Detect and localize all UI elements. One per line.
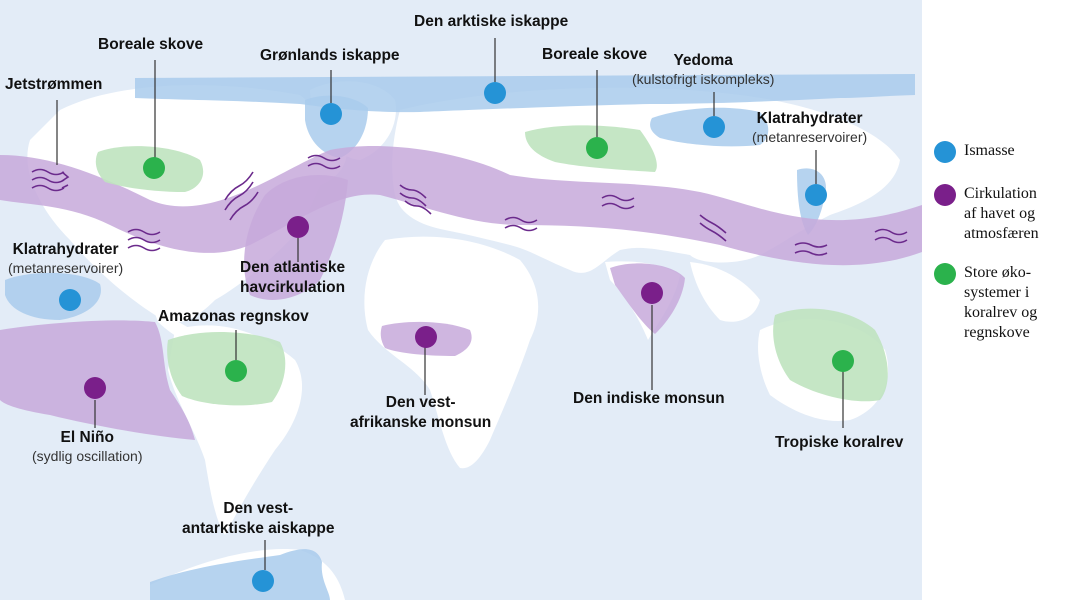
label-title: Boreale skove <box>542 46 648 63</box>
label-boreal-west: Boreale skove <box>98 35 203 55</box>
label-greenland: Grønlands iskappe <box>260 46 400 66</box>
label-arctic: Den arktiske iskappe <box>414 12 568 32</box>
label-title: Den atlantiske <box>240 259 346 276</box>
marker-amazon <box>225 360 247 382</box>
label-title: Boreale skove <box>98 36 204 53</box>
arrow-6 <box>504 216 538 232</box>
marker-klatra-e <box>805 184 827 206</box>
label-title: El Niño <box>60 429 114 446</box>
label-title: Tropiske koralrev <box>775 434 904 451</box>
legend-label: Store øko- systemer i koralrev og regnsk… <box>964 264 1038 341</box>
label-title-line2: havcirkulation <box>240 279 346 296</box>
label-title: Den vest- <box>385 394 456 411</box>
label-title-line2: antarktiske aiskappe <box>182 520 335 537</box>
marker-greenland <box>320 103 342 125</box>
label-title: Grønlands iskappe <box>260 47 400 64</box>
world-map: Jetstrømmen Boreale skove Grønlands iska… <box>0 0 922 600</box>
marker-arctic <box>484 82 506 104</box>
label-klatra-west: Klatrahydrater (metanreservoirer) <box>8 240 123 277</box>
label-yedoma: Yedoma (kulstofrigt iskompleks) <box>632 51 774 88</box>
marker-india <box>641 282 663 304</box>
label-coral: Tropiske koralrev <box>775 433 903 453</box>
arrow-7 <box>601 194 635 210</box>
arrow-1 <box>31 168 70 192</box>
label-klatra-east: Klatrahydrater (metanreservoirer) <box>752 109 867 146</box>
label-subtitle: (sydlig oscillation) <box>32 448 143 464</box>
arrow-2 <box>127 228 161 252</box>
label-antarctic: Den vest- antarktiske aiskappe <box>182 499 335 539</box>
legend-item-ecosystem: Store øko- systemer i koralrev og regnsk… <box>934 263 1037 343</box>
label-title: Den vest- <box>223 500 294 517</box>
coral-region <box>773 308 888 402</box>
marker-boreal-w <box>143 157 165 179</box>
marker-boreal-e <box>586 137 608 159</box>
label-jetstream: Jetstrømmen <box>5 75 102 95</box>
legend-item-ice: Ismasse <box>934 141 1015 163</box>
circulation-dot-icon <box>934 184 956 206</box>
leader-lines <box>56 38 844 570</box>
label-elnino: El Niño (sydlig oscillation) <box>32 428 142 465</box>
label-title: Klatrahydrater <box>12 241 119 258</box>
ecosystem-dot-icon <box>934 263 956 285</box>
map-graphic <box>0 38 922 600</box>
legend-item-circulation: Cirkulation af havet og atmosfæren <box>934 184 1039 244</box>
marker-wafrica <box>415 326 437 348</box>
label-india: Den indiske monsun <box>573 389 725 409</box>
label-title-line2: afrikanske monsun <box>350 414 492 431</box>
arrow-3 <box>224 171 259 221</box>
arrow-8 <box>699 214 727 242</box>
arrow-4 <box>307 154 341 170</box>
ice-dot-icon <box>934 141 956 163</box>
marker-coral <box>832 350 854 372</box>
arrow-10 <box>874 228 908 244</box>
legend: Ismasse Cirkulation af havet og atmosfær… <box>922 0 1070 600</box>
klatra-west-region <box>5 272 101 320</box>
jetstream-arrows <box>31 154 908 256</box>
label-title: Amazonas regnskov <box>158 308 309 325</box>
label-title: Den indiske monsun <box>573 390 725 407</box>
legend-label: Cirkulation af havet og atmosfæren <box>964 185 1039 242</box>
land-se-asia <box>690 262 760 322</box>
antarctic-ice-region <box>150 549 330 600</box>
label-subtitle: (metanreservoirer) <box>752 129 868 145</box>
marker-yedoma <box>703 116 725 138</box>
markers <box>59 82 854 592</box>
label-title: Klatrahydrater <box>756 110 863 127</box>
label-subtitle: (metanreservoirer) <box>8 260 124 276</box>
label-title: Jetstrømmen <box>5 76 103 93</box>
marker-antarctic <box>252 570 274 592</box>
marker-elnino <box>84 377 106 399</box>
label-amoc: Den atlantiske havcirkulation <box>240 258 345 298</box>
label-subtitle: (kulstofrigt iskompleks) <box>632 71 775 87</box>
marker-klatra-w <box>59 289 81 311</box>
label-boreal-east: Boreale skove <box>542 45 647 65</box>
label-wafrica: Den vest- afrikanske monsun <box>350 393 491 433</box>
marker-amoc <box>287 216 309 238</box>
jetstream-band <box>0 146 922 266</box>
label-amazon: Amazonas regnskov <box>158 307 309 327</box>
label-title: Yedoma <box>673 52 733 69</box>
legend-label: Ismasse <box>964 142 1015 159</box>
arrow-9 <box>794 242 828 256</box>
regions <box>0 74 922 600</box>
label-title: Den arktiske iskappe <box>414 13 569 30</box>
land-north-america <box>27 85 347 323</box>
arrow-5 <box>399 184 432 215</box>
